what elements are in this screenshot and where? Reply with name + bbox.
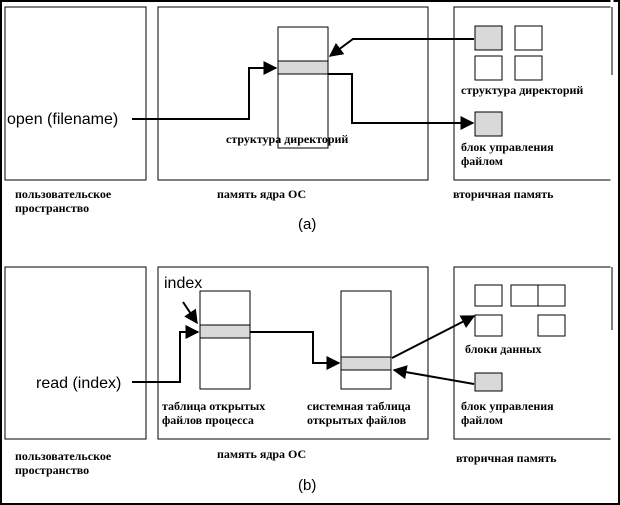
data-block	[474, 314, 503, 337]
directory-block	[514, 55, 543, 81]
user-space-label-line2-b: пространство	[15, 463, 89, 477]
user-space-label-line1: пользовательское	[15, 187, 112, 201]
fcb-block-b	[474, 372, 503, 392]
system-open-file-table	[340, 290, 392, 390]
read-call-arrow	[132, 325, 200, 383]
system-table-label-line2: открытых файлов	[307, 413, 407, 427]
fcb-to-system-arrow	[392, 365, 475, 385]
secondary-memory-label-b: вторичная память	[456, 451, 557, 465]
process-table-label-line2: файлов процесса	[162, 413, 254, 427]
process-to-system-arrow	[250, 331, 341, 370]
open-call-arrow	[132, 61, 278, 120]
index-pointer-arrow	[182, 301, 198, 325]
fcb-label-line1-b: блок управления	[461, 399, 554, 413]
data-block	[510, 284, 539, 307]
fcb-label-line2-b: файлом	[461, 413, 503, 427]
to-data-blocks-arrow	[391, 315, 476, 359]
user-space-label-line2: пространство	[15, 201, 89, 215]
kernel-memory-label-b: память ядра ОС	[217, 447, 306, 461]
panel-b-caption: (b)	[298, 477, 316, 494]
panel-a-caption: (a)	[298, 216, 316, 233]
data-block	[537, 284, 566, 307]
system-table-entry	[340, 356, 392, 371]
directory-read-arrow	[328, 38, 474, 57]
data-block	[537, 314, 566, 337]
open-call-label: open (filename)	[7, 111, 118, 128]
kernel-directory-label: структура директорий	[226, 132, 348, 146]
panel-b: index read (index) таблица открытых файл…	[4, 265, 614, 494]
kernel-directory-entry	[277, 60, 329, 75]
user-space-label-line1-b: пользовательское	[15, 449, 112, 463]
read-call-label: read (index)	[36, 375, 121, 392]
system-table-label-line1: системная таблица	[307, 399, 411, 413]
data-blocks-label: блоки данных	[465, 342, 542, 356]
index-label: index	[164, 275, 202, 292]
process-table-label-line1: таблица открытых	[162, 399, 265, 413]
fcb-label-line1: блок управления	[461, 140, 554, 154]
user-space-region-a	[4, 6, 147, 181]
data-block	[474, 284, 503, 307]
kernel-directory-structure	[277, 26, 329, 149]
secondary-memory-label: вторичная память	[453, 187, 554, 201]
directory-block	[474, 55, 503, 81]
secondary-directory-label: структура директорий	[461, 83, 583, 97]
process-table-entry	[199, 324, 251, 339]
kernel-memory-label: память ядра ОС	[217, 187, 306, 201]
fcb-lookup-arrow	[328, 73, 475, 130]
panel-a: open (filename) структура директорий стр…	[4, 0, 614, 233]
user-space-region-b	[4, 266, 147, 440]
directory-block	[514, 25, 543, 51]
fcb-label-line2: файлом	[461, 154, 503, 168]
fcb-block-a	[474, 111, 503, 137]
process-open-file-table	[199, 290, 251, 390]
directory-block-highlighted	[474, 25, 503, 51]
